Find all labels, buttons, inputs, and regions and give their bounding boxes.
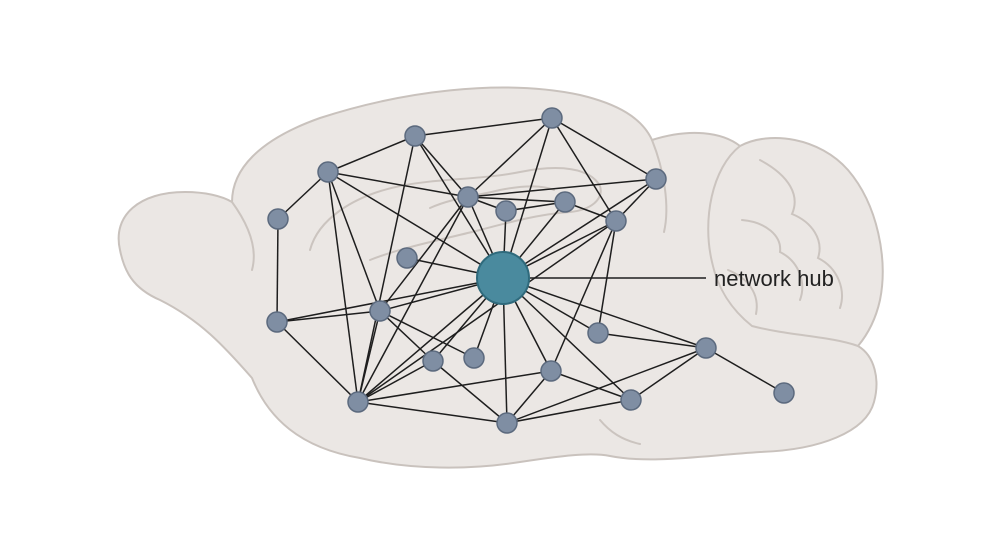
network-edge xyxy=(276,321,359,403)
cerebellum-fold xyxy=(727,269,758,315)
network-node xyxy=(396,247,418,269)
network-node xyxy=(495,200,517,222)
network-edge xyxy=(327,171,381,312)
network-edge xyxy=(502,117,553,279)
network-edge xyxy=(357,401,508,424)
network-edge xyxy=(550,370,632,401)
network-edge xyxy=(414,135,469,198)
network-edge xyxy=(506,370,552,424)
network-node xyxy=(645,168,667,190)
network-node xyxy=(266,311,288,333)
network-edge xyxy=(327,135,416,173)
network-edge xyxy=(502,277,707,349)
midbrain-outline xyxy=(651,139,668,233)
network-edge xyxy=(357,196,469,403)
network-hub-node xyxy=(476,251,530,305)
network-edge xyxy=(506,347,707,424)
network-edge xyxy=(467,196,566,203)
brainstem-outline xyxy=(599,419,641,445)
network-edge xyxy=(327,171,359,403)
network-edge xyxy=(432,360,508,424)
cerebellum-fold xyxy=(741,219,804,301)
network-edge xyxy=(414,117,553,137)
network-node xyxy=(496,412,518,434)
network-edge xyxy=(630,347,707,401)
network-edge xyxy=(357,370,552,403)
network-edge xyxy=(327,171,469,198)
network-node xyxy=(369,300,391,322)
network-node xyxy=(457,186,479,208)
network-node xyxy=(422,350,444,372)
network-edge xyxy=(379,310,434,362)
network-edge xyxy=(551,117,617,222)
network-edge xyxy=(502,178,657,279)
network-edge xyxy=(379,196,469,312)
network-node xyxy=(541,107,563,129)
hippocampus-outline xyxy=(309,167,602,261)
network-node xyxy=(587,322,609,344)
olfactory-bulb-outline xyxy=(231,201,255,271)
network-edge xyxy=(506,399,632,424)
network-edge xyxy=(379,310,475,359)
network-edge xyxy=(597,332,707,349)
network-node xyxy=(773,382,795,404)
network-edge xyxy=(550,220,617,372)
hub-label: network hub xyxy=(714,266,834,291)
network-node xyxy=(620,389,642,411)
network-edge xyxy=(705,347,785,394)
network-edge xyxy=(357,277,504,403)
network-node xyxy=(347,391,369,413)
network-edge xyxy=(276,310,381,323)
network-node xyxy=(695,337,717,359)
network-edge xyxy=(597,220,617,334)
network-edge xyxy=(357,220,617,403)
network-node xyxy=(554,191,576,213)
network-edge xyxy=(357,360,434,403)
network-edge xyxy=(276,277,504,323)
network-nodes xyxy=(266,107,795,434)
network-edge xyxy=(551,117,657,180)
network-edge xyxy=(467,117,553,198)
network-edge xyxy=(276,218,279,323)
network-edge xyxy=(414,135,504,279)
network-edge xyxy=(357,310,381,403)
network-node xyxy=(404,125,426,147)
network-edge xyxy=(467,178,657,198)
network-node xyxy=(540,360,562,382)
network-edge xyxy=(277,171,329,220)
network-node xyxy=(605,210,627,232)
cerebellum-fold xyxy=(759,159,843,309)
hippocampus-inner xyxy=(429,185,555,209)
network-node xyxy=(317,161,339,183)
cerebellum-outline xyxy=(707,145,859,347)
network-node xyxy=(267,208,289,230)
network-node xyxy=(463,347,485,369)
network-edge xyxy=(357,135,416,403)
network-edge xyxy=(327,171,504,279)
network-edge xyxy=(502,277,632,401)
